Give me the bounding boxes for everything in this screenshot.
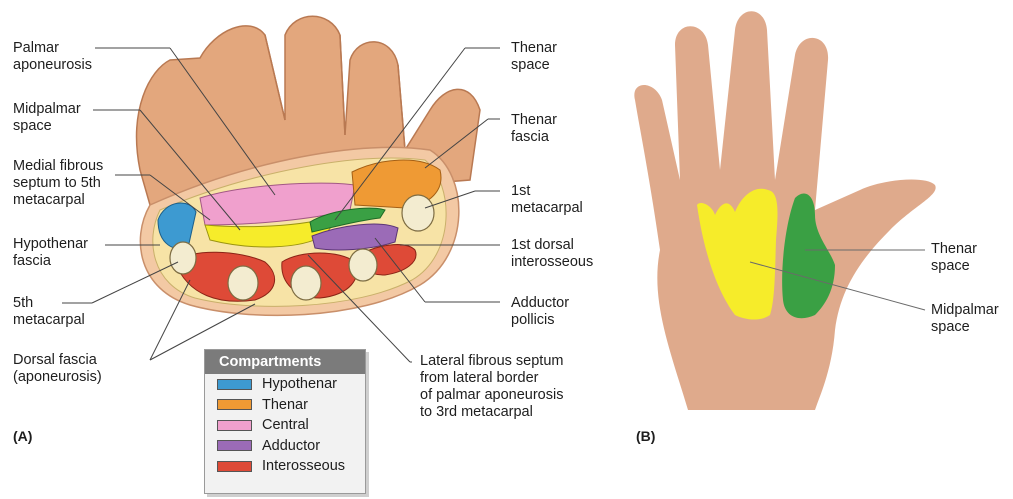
label-adductor-pollicis: Adductor pollicis — [511, 295, 569, 329]
fifth-metacarpal-bone — [170, 242, 196, 274]
label-dorsal-fascia: Dorsal fascia (aponeurosis) — [13, 352, 102, 386]
first-metacarpal-bone — [402, 195, 434, 231]
legend-item: Adductor — [205, 436, 365, 457]
legend-title: Compartments — [205, 350, 365, 374]
label-first-metacarpal: 1st metacarpal — [511, 183, 583, 217]
label-midpalmar-space-a: Midpalmar space — [13, 101, 81, 135]
panel-a-tag: (A) — [13, 428, 32, 444]
legend-swatch — [217, 399, 252, 410]
third-metacarpal-bone — [291, 266, 321, 300]
legend-label: Interosseous — [262, 458, 345, 474]
legend-item: Hypothenar — [205, 374, 365, 395]
fourth-metacarpal-bone — [228, 266, 258, 300]
legend-label: Central — [262, 417, 309, 433]
hand-b-illustration — [634, 11, 935, 410]
legend-swatch — [217, 420, 252, 431]
label-fifth-metacarpal: 5th metacarpal — [13, 295, 85, 329]
label-first-dorsal-interosseous: 1st dorsal interosseous — [511, 237, 593, 271]
legend-label: Hypothenar — [262, 376, 337, 392]
panel-b-tag: (B) — [636, 428, 655, 444]
legend-swatch — [217, 440, 252, 451]
legend-item: Thenar — [205, 395, 365, 416]
label-midpalmar-space-b: Midpalmar space — [931, 302, 999, 336]
legend-swatch — [217, 461, 252, 472]
label-palmar-aponeurosis: Palmar aponeurosis — [13, 40, 92, 74]
legend-label: Thenar — [262, 397, 308, 413]
label-thenar-space-a: Thenar space — [511, 40, 557, 74]
label-medial-fibrous-septum: Medial fibrous septum to 5th metacarpal — [13, 158, 103, 209]
legend-label: Adductor — [262, 438, 320, 454]
legend-swatch — [217, 379, 252, 390]
legend-item: Interosseous — [205, 456, 365, 477]
label-lateral-fibrous-septum: Lateral fibrous septum from lateral bord… — [420, 353, 563, 421]
label-hypothenar-fascia: Hypothenar fascia — [13, 236, 88, 270]
second-metacarpal-bone — [349, 249, 377, 281]
legend-item: Central — [205, 415, 365, 436]
label-thenar-space-b: Thenar space — [931, 241, 977, 275]
label-thenar-fascia: Thenar fascia — [511, 112, 557, 146]
